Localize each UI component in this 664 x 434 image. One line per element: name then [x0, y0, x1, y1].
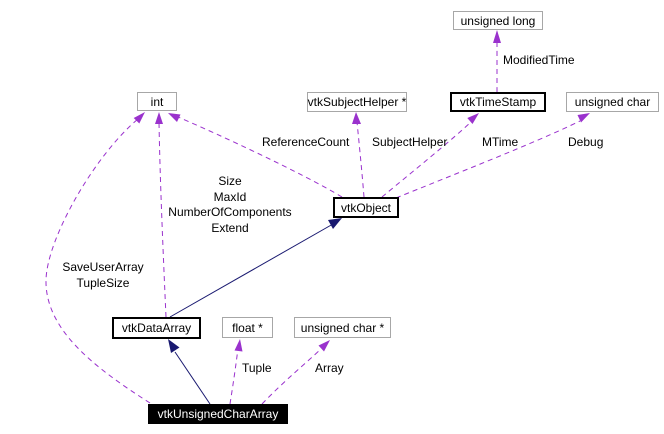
node-unsigned-char-ptr: unsigned char * [294, 317, 391, 338]
edge-label-mtime: MTime [482, 135, 519, 149]
edge-label-modified-time: ModifiedTime [503, 53, 575, 67]
node-vtkobject[interactable]: vtkObject [333, 197, 399, 218]
edge-label-array: Array [315, 361, 344, 375]
node-unsigned-long: unsigned long [453, 11, 543, 30]
node-vtkunsignedchararray-current: vtkUnsignedCharArray [148, 404, 288, 424]
edge-subject-helper [352, 112, 365, 198]
edge-label-subject-helper: SubjectHelper [372, 135, 448, 149]
arrowhead [318, 340, 330, 352]
edge-array [261, 340, 330, 405]
arrowhead [493, 30, 501, 43]
node-vtkdataarray[interactable]: vtkDataArray [112, 317, 201, 339]
edge-inherit-dataarray-object [169, 218, 342, 318]
node-int: int [137, 92, 177, 111]
node-float-ptr: float * [222, 317, 273, 338]
edge-fields-to-int [155, 112, 167, 318]
edge-label-reference-count: ReferenceCount [262, 135, 350, 149]
edge-label-tuple-size: TupleSize [76, 275, 130, 290]
arrowhead [133, 112, 145, 124]
arrowhead [467, 113, 479, 124]
edge-label-maxid: MaxId [213, 189, 247, 204]
edge-label-save-user-array: SaveUserArray [62, 260, 144, 274]
edge-label-extend: Extend [211, 220, 249, 235]
edge-save-user-array [45, 112, 151, 404]
edge-modified-time [493, 30, 501, 92]
arrowhead [168, 113, 181, 122]
arrowhead [168, 339, 180, 353]
edge-label-size: Size [218, 174, 242, 188]
arrowhead [328, 218, 342, 229]
edge-label-number-of-components: NumberOfComponents [168, 205, 292, 219]
edge-debug [395, 113, 590, 199]
edge-label-current-fields: SaveUserArray TupleSize [38, 260, 168, 291]
edge-tuple [229, 339, 243, 405]
node-vtksubjecthelper-ptr: vtkSubjectHelper * [307, 92, 407, 112]
arrowhead [352, 112, 361, 124]
edge-label-tuple: Tuple [242, 361, 272, 375]
edge-mtime [381, 113, 479, 198]
arrowhead [155, 112, 163, 124]
edge-label-debug: Debug [568, 135, 604, 149]
edge-label-dataarray-fields: Size MaxId NumberOfComponents Extend [162, 174, 298, 236]
node-vtktimestamp[interactable]: vtkTimeStamp [450, 92, 546, 112]
arrowhead [577, 113, 590, 123]
arrowhead [234, 339, 243, 352]
edge-inherit-current-dataarray [168, 339, 211, 405]
edge-reference-count [168, 113, 343, 198]
node-unsigned-char: unsigned char [566, 92, 659, 112]
